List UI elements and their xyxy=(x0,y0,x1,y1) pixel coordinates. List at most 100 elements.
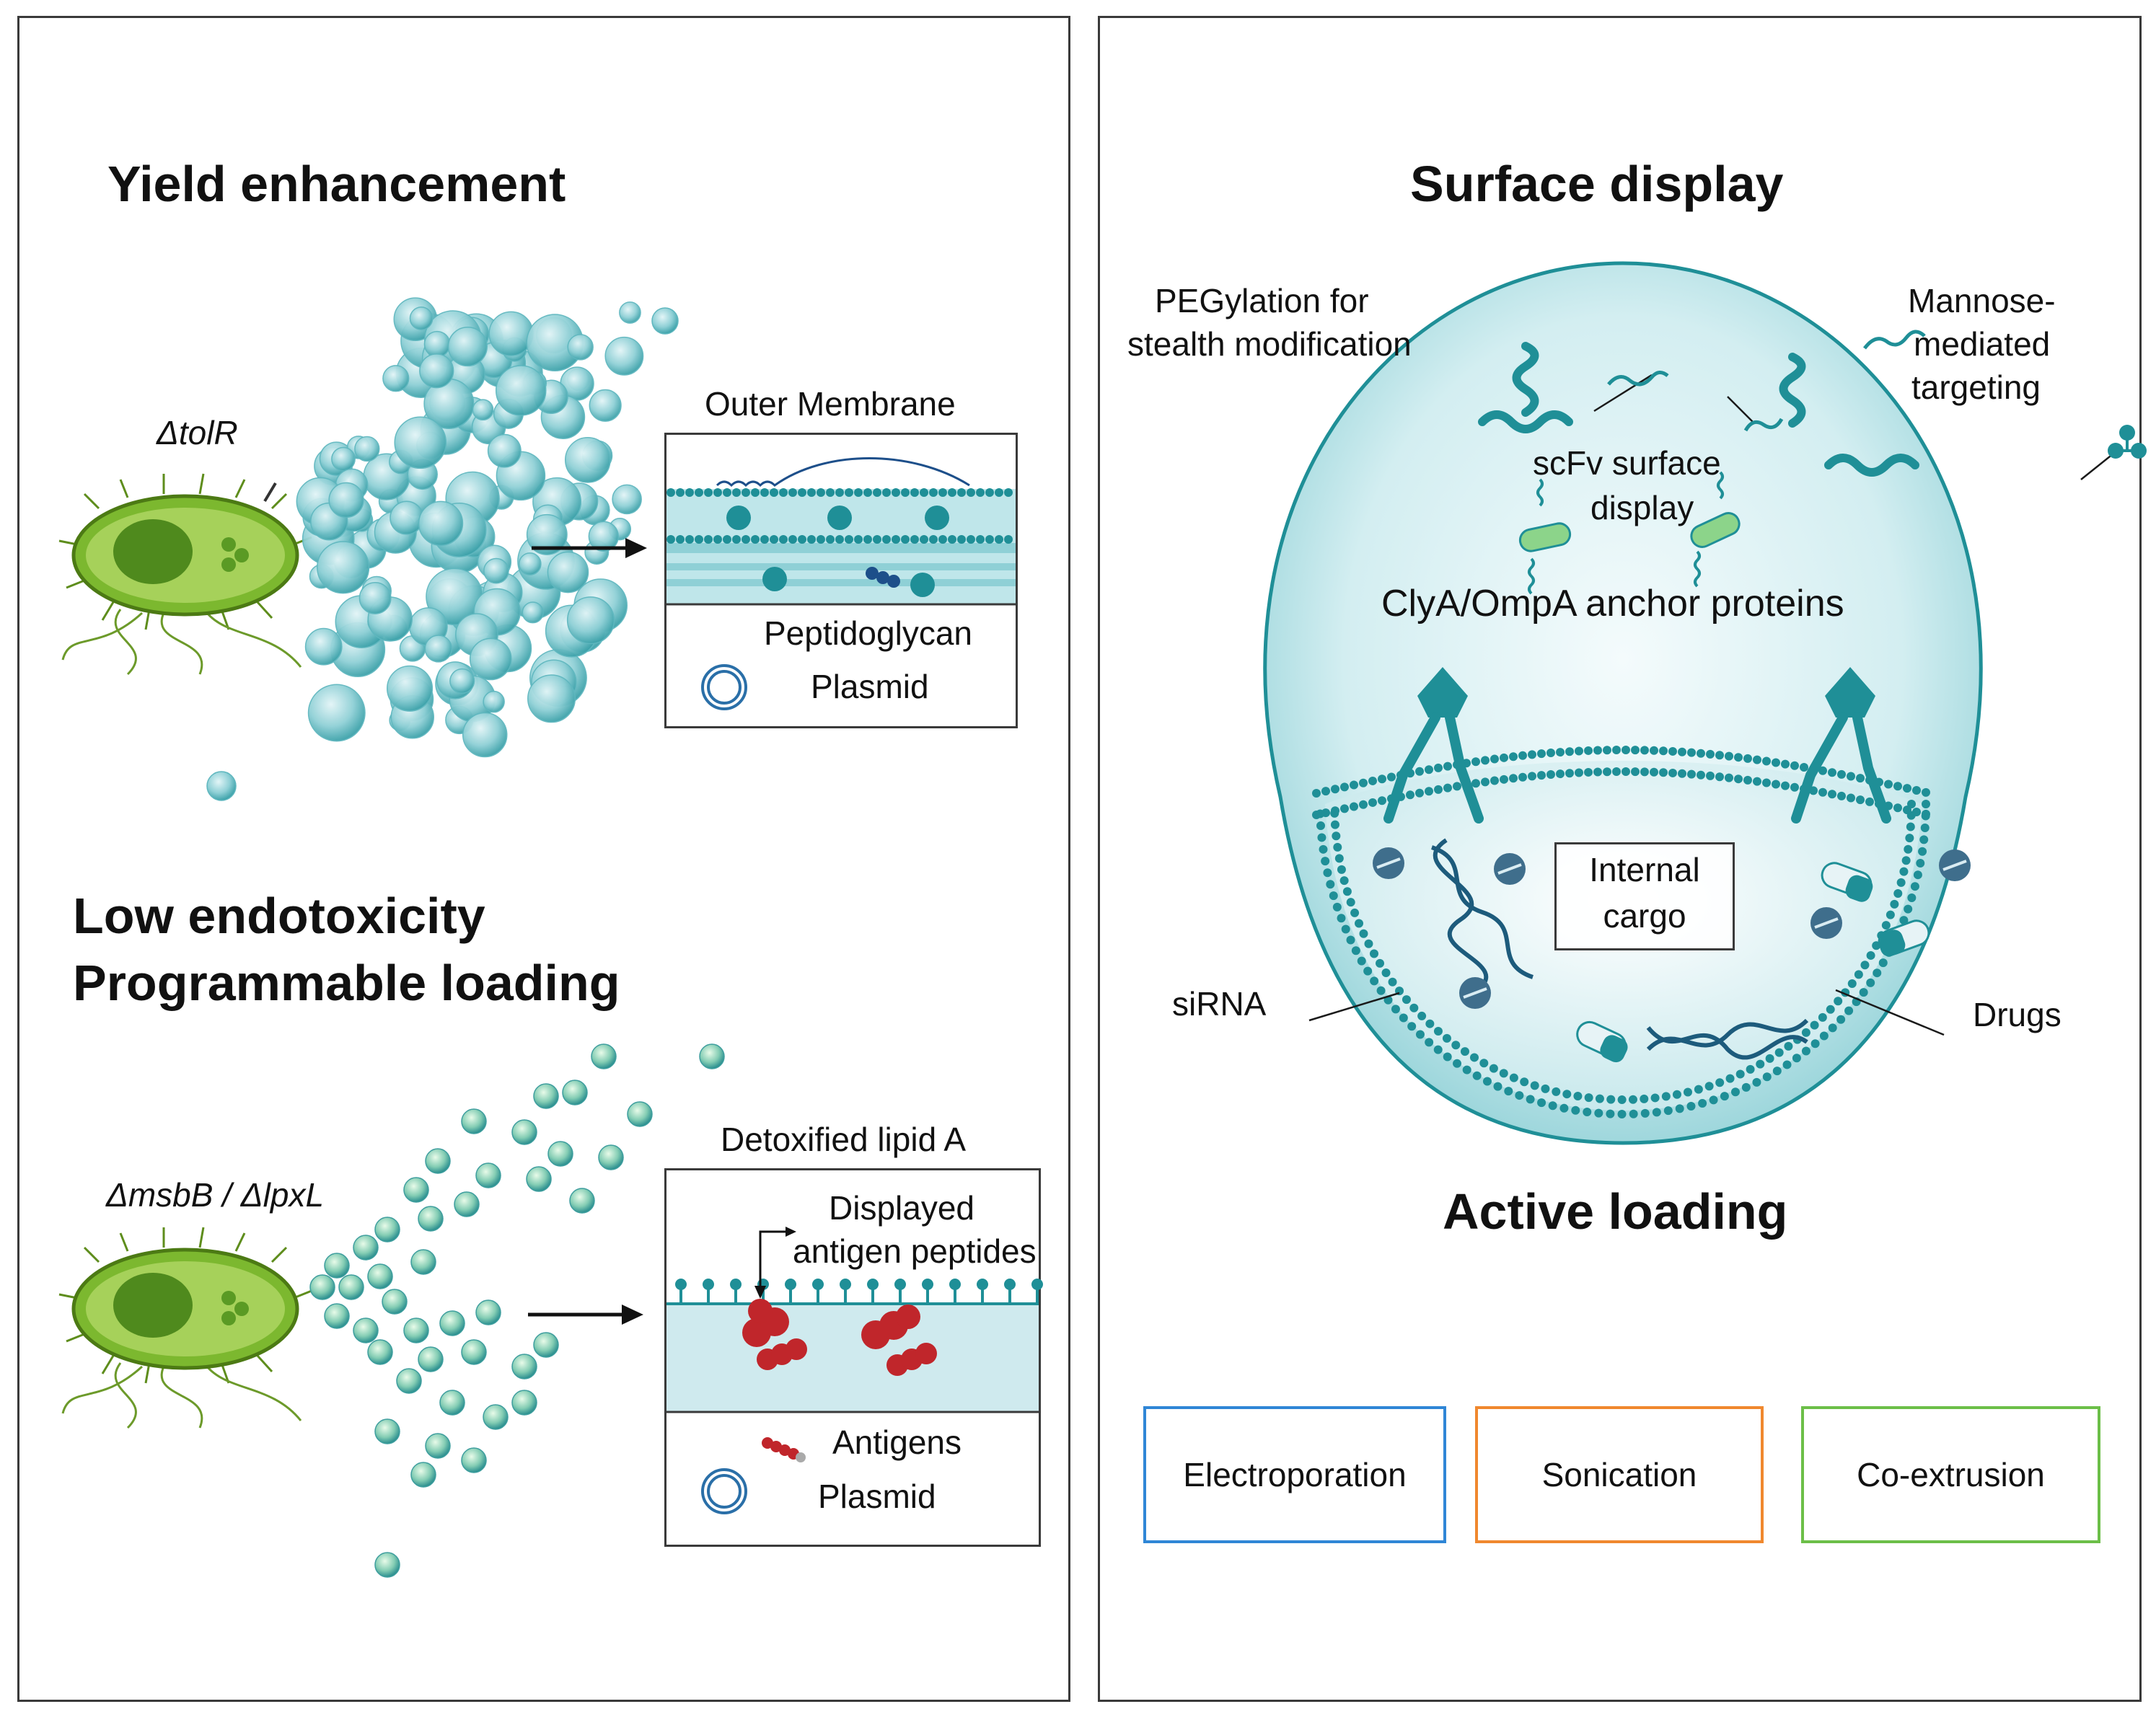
vesicle xyxy=(569,1188,595,1214)
peg-label-line2: stealth modification xyxy=(1127,325,1412,363)
vesicle xyxy=(526,513,568,555)
vesicle xyxy=(419,353,454,389)
vesicle xyxy=(651,307,679,335)
co-extrusion-box: Co-extrusion xyxy=(1801,1406,2100,1543)
vesicle xyxy=(374,1217,400,1242)
vesicle xyxy=(483,690,505,713)
vesicle xyxy=(475,1299,501,1325)
vesicle xyxy=(533,1083,559,1109)
sonication-label: Sonication xyxy=(1541,1456,1697,1493)
vesicle xyxy=(588,521,620,552)
vesicle xyxy=(619,301,641,324)
vesicle xyxy=(598,1144,624,1170)
vesicle xyxy=(511,1390,537,1416)
vesicle xyxy=(454,1191,480,1217)
vesicle xyxy=(483,557,509,584)
plasmid-label: Plasmid xyxy=(818,1478,936,1515)
vesicle xyxy=(324,1253,350,1279)
vesicle xyxy=(394,416,447,469)
left-panel: Yield enhancement ΔtolR Outer Membrane xyxy=(17,16,1070,1702)
vesicle xyxy=(564,436,611,483)
mannose-label-line3: targeting xyxy=(1911,368,2041,406)
vesicle xyxy=(423,330,451,358)
vesicle xyxy=(328,482,364,518)
vesicle xyxy=(367,1339,393,1365)
vesicle xyxy=(353,1235,379,1261)
vesicle xyxy=(386,665,434,712)
vesicle xyxy=(317,541,370,594)
vesicle xyxy=(518,552,542,575)
mannose-label-line1: Mannose- xyxy=(1908,282,2056,319)
scfv-label-line2: display xyxy=(1590,489,1694,526)
antigens-label: Antigens xyxy=(832,1424,962,1461)
vesicle xyxy=(396,1368,422,1394)
sirna-label: siRNA xyxy=(1172,985,1267,1023)
vesicle xyxy=(461,1339,487,1365)
displayed-label-line1: Displayed xyxy=(829,1189,974,1227)
vesicle xyxy=(439,1310,465,1336)
vesicle xyxy=(526,1166,552,1192)
vesicle xyxy=(418,1206,444,1232)
vesicle xyxy=(511,1354,537,1380)
vesicle xyxy=(472,399,494,421)
vesicle xyxy=(462,712,508,758)
membrane-diagram xyxy=(666,457,1016,710)
toir-mutation-label: ΔtolR xyxy=(157,414,238,451)
vesicle xyxy=(353,1317,379,1343)
cargo-label-line1: Internal xyxy=(1589,851,1700,888)
active-loading-title: Active loading xyxy=(1443,1183,1788,1240)
vesicle xyxy=(382,1289,408,1315)
surface-display-title: Surface display xyxy=(1410,156,1784,212)
vesicle xyxy=(374,1418,400,1444)
vesicle xyxy=(309,1274,335,1300)
vesicle xyxy=(418,1346,444,1372)
endotoxicity-title-line2: Programmable loading xyxy=(73,955,620,1011)
inset-title-detoxified-lipid-a: Detoxified lipid A xyxy=(721,1121,967,1158)
electroporation-box: Electroporation xyxy=(1143,1406,1446,1543)
yield-title: Yield enhancement xyxy=(107,156,566,212)
endotoxicity-title-line1: Low endotoxicity xyxy=(73,888,485,944)
vesicle xyxy=(206,771,237,801)
sonication-box: Sonication xyxy=(1475,1406,1764,1543)
vesicle xyxy=(304,627,343,666)
mannose-label-line2: mediated xyxy=(1914,325,2051,363)
vesicle xyxy=(604,336,644,376)
vesicle xyxy=(469,637,512,681)
vesicle xyxy=(488,311,534,356)
vesicle xyxy=(418,500,464,546)
vesicle xyxy=(449,668,475,694)
peg-label-line1: PEGylation for xyxy=(1155,282,1369,319)
vesicle xyxy=(461,1108,487,1134)
vesicle xyxy=(483,1404,509,1430)
vesicle xyxy=(331,446,356,472)
vesicle xyxy=(461,1447,487,1473)
vesicle xyxy=(699,1043,725,1069)
vesicle xyxy=(475,1162,501,1188)
vesicle xyxy=(403,1317,429,1343)
vesicle xyxy=(567,334,594,361)
bacterium-icon xyxy=(58,473,312,676)
vesicle xyxy=(511,1119,537,1145)
vesicle xyxy=(354,436,380,462)
vesicle xyxy=(338,1274,364,1300)
vesicle xyxy=(367,1263,393,1289)
vesicle xyxy=(547,551,589,593)
internal-cargo-box: Internal cargo xyxy=(1554,842,1735,950)
vesicle xyxy=(522,601,544,624)
displayed-label-line2: antigen peptides xyxy=(793,1232,1037,1270)
vesicle xyxy=(566,596,615,645)
anchor-proteins-label: ClyA/OmpA anchor proteins xyxy=(1381,583,1844,624)
lipid-a-diagram xyxy=(666,1227,1043,1514)
vesicle xyxy=(390,500,424,535)
vesicle xyxy=(425,1433,451,1459)
vesicle xyxy=(447,326,488,367)
detoxified-lipid-inset: Displayed antigen peptides Antigens Plas… xyxy=(664,1168,1043,1547)
vesicle xyxy=(533,1332,559,1358)
vesicle xyxy=(410,1462,436,1488)
vesicle xyxy=(527,674,576,723)
vesicle xyxy=(324,1303,350,1329)
plasmid-label: Plasmid xyxy=(811,668,929,705)
vesicle xyxy=(410,1249,436,1275)
electroporation-label: Electroporation xyxy=(1183,1456,1407,1493)
bacterium-icon xyxy=(58,1227,312,1429)
